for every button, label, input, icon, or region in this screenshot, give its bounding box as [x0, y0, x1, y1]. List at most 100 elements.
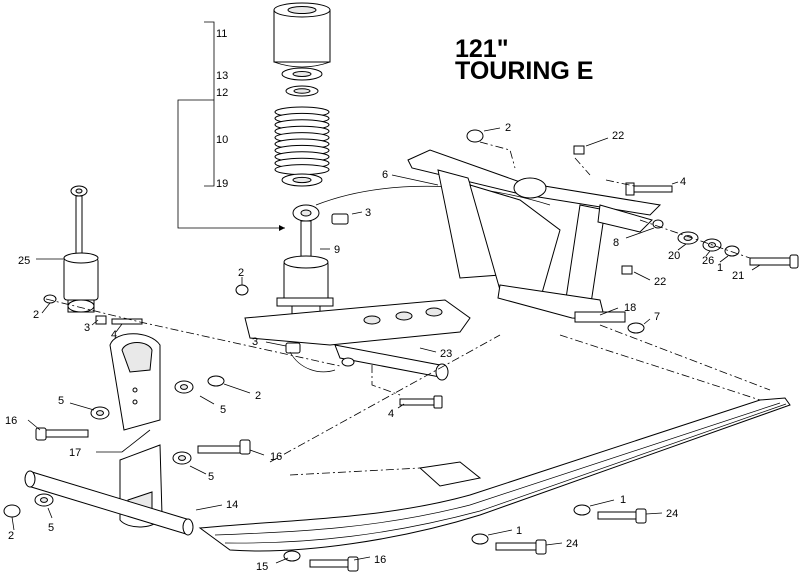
- axis-arm-rail: [269, 334, 501, 463]
- stack-arrowhead: [279, 225, 285, 231]
- front-arm-part-23: [244, 299, 471, 381]
- callout-c17: 17: [69, 447, 81, 459]
- spacer-part-3-upper: [331, 213, 349, 225]
- callout-c5a: 5: [220, 404, 226, 416]
- callout-c2d: 2: [255, 390, 261, 402]
- callout-c14: 14: [226, 499, 238, 511]
- axis-bolt4: [605, 179, 635, 187]
- axis-rail: [289, 467, 421, 476]
- diagram-title-line2: TOURING E: [455, 57, 594, 85]
- slide-rail: [198, 397, 791, 552]
- callout-c7: 7: [654, 311, 660, 323]
- axis-rear-down: [599, 324, 771, 391]
- leader-2a: [41, 302, 51, 314]
- axis-bolt4-center: [371, 365, 401, 396]
- leader-3a: [91, 319, 99, 326]
- callout-c13: 13: [216, 70, 228, 82]
- callout-c2b: 2: [238, 267, 244, 279]
- spring-seat-part-19: [281, 173, 323, 187]
- bolt-part-16-c: [309, 556, 359, 572]
- callout-c16a: 16: [5, 415, 17, 427]
- bolt-part-21: [749, 254, 799, 269]
- callout-c12: 12: [216, 87, 228, 99]
- bolt-part-16-b: [197, 439, 251, 455]
- callout-c5c: 5: [208, 471, 214, 483]
- leader-17b: [121, 429, 151, 453]
- leader-1a: [719, 255, 729, 263]
- bolt-part-24-a: [597, 508, 647, 524]
- callout-c22b: 22: [654, 276, 666, 288]
- callout-c4a: 4: [111, 329, 117, 341]
- callout-c23: 23: [440, 348, 452, 360]
- leader-3c: [265, 341, 287, 347]
- leader-4a: [115, 323, 123, 333]
- callout-c2e: 2: [8, 530, 14, 542]
- callout-c22a: 22: [612, 130, 624, 142]
- callout-c4b: 4: [680, 176, 686, 188]
- callout-c3c: 3: [252, 336, 258, 348]
- leader-24b: [545, 542, 563, 546]
- spacers-part-3-lower: [285, 342, 355, 367]
- fitting-part-22-low: [621, 265, 633, 275]
- callout-c4c: 4: [388, 408, 394, 420]
- callout-c19: 19: [216, 178, 228, 190]
- bolt-part-24-b: [495, 539, 547, 555]
- callout-c15: 15: [256, 561, 268, 573]
- washer-part-7: [627, 322, 645, 334]
- leader-1b: [589, 499, 615, 507]
- leader-4c: [397, 403, 405, 409]
- callout-c11a: 11: [216, 28, 227, 40]
- callout-c6: 6: [382, 169, 388, 181]
- washer-part-5-a: [174, 380, 194, 394]
- axis-grease: [574, 157, 591, 176]
- leader-4b: [671, 181, 679, 185]
- callout-c8: 8: [613, 237, 619, 249]
- axle-part-14: [24, 470, 194, 536]
- shaft-arc: [289, 351, 336, 373]
- bolt-part-4-center: [399, 395, 443, 409]
- callout-c25: 25: [18, 255, 30, 267]
- spring-part-10: [274, 106, 330, 176]
- callout-c26: 26: [702, 255, 714, 267]
- spacer-left-3: [95, 315, 107, 325]
- callout-c20: 20: [668, 250, 680, 262]
- washer-part-15: [283, 550, 301, 562]
- washer-part-13: [281, 67, 323, 81]
- washer-part-5-b: [90, 406, 110, 420]
- callout-c1a: 1: [717, 262, 723, 274]
- leader-2c: [483, 127, 501, 132]
- leader-20: [677, 243, 687, 251]
- washer-part-5-d: [34, 493, 54, 507]
- callout-c2a: 2: [33, 309, 39, 321]
- leader-15: [275, 557, 289, 564]
- washer-part-8: [652, 219, 664, 229]
- callout-c1b: 1: [620, 494, 626, 506]
- leader-18: [599, 307, 619, 316]
- bracket-part-17-upper: [109, 333, 161, 431]
- rear-arm-part-6: [407, 149, 662, 321]
- stack-bracket: [204, 21, 215, 187]
- shock-to-axle-arc: [315, 185, 551, 206]
- leader-5c: [189, 465, 207, 475]
- leader-7: [643, 318, 651, 325]
- axis-left-shock: [45, 298, 341, 367]
- nut-part-2-d: [207, 375, 225, 387]
- leader-2d: [223, 383, 251, 394]
- stack-leader: [177, 99, 285, 229]
- fitting-part-22-top: [573, 145, 585, 155]
- leader-16c: [353, 556, 371, 561]
- nut-part-2-center: [235, 284, 249, 296]
- leader-6: [391, 174, 439, 186]
- nut-part-2-e: [3, 504, 21, 518]
- axis-hardware-right: [639, 219, 751, 259]
- bolt-part-4-right: [625, 182, 673, 196]
- washer-part-1: [724, 245, 740, 257]
- leader-5d: [47, 507, 53, 519]
- bolt-left-4: [111, 318, 143, 325]
- leader-24a: [645, 512, 663, 515]
- callout-c9: 9: [334, 244, 340, 256]
- axis-top-nut: [479, 141, 516, 169]
